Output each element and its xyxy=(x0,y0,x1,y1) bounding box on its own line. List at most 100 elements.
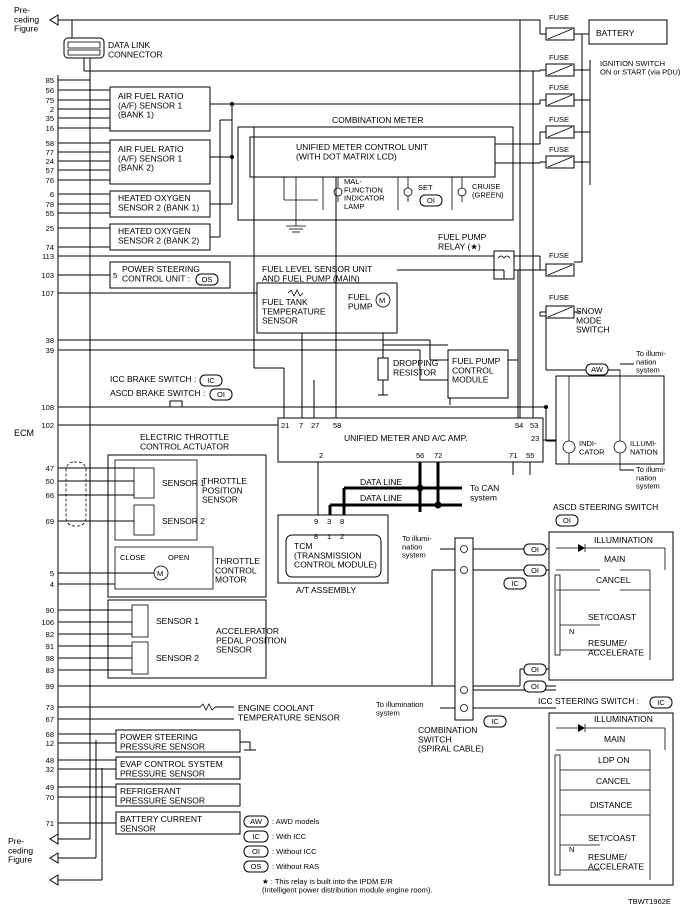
ascd-set-coast-label: SET/COAST xyxy=(588,612,636,622)
ascd-resume-label: RESUME/ACCELERATE xyxy=(588,638,644,657)
svg-text:IC: IC xyxy=(491,717,499,726)
svg-text:55: 55 xyxy=(526,451,534,460)
unified-meter-control-unit-label: UNIFIED METER CONTROL UNIT(WITH DOT MATR… xyxy=(296,142,428,161)
icc-brake-switch-label: ICC BRAKE SWITCH : xyxy=(110,374,196,384)
svg-text:OS: OS xyxy=(251,862,262,871)
fuse: FUSE xyxy=(545,13,575,41)
icc-steering-switch-label: ICC STEERING SWITCH : xyxy=(538,696,639,706)
svg-text:8: 8 xyxy=(314,532,318,541)
at-assembly-label: A/T ASSEMBLY xyxy=(296,585,356,595)
figure-id: TBWT1962E xyxy=(628,897,671,906)
brake-switch-icon xyxy=(169,400,183,408)
svg-text:OI: OI xyxy=(252,847,260,856)
ecm-pin-label: 67 xyxy=(46,715,54,724)
svg-text:IC: IC xyxy=(252,832,260,841)
icc-ldp-on-label: LDP ON xyxy=(598,755,630,765)
ecm-label: ECM xyxy=(14,428,34,438)
ecm-pin-label: 91 xyxy=(46,642,54,651)
icc-steering-switch: ICC STEERING SWITCH : ILLUMINATION MAIN … xyxy=(538,696,674,886)
badge-oi: OI xyxy=(419,194,443,207)
svg-text:2: 2 xyxy=(340,532,344,541)
svg-text:1: 1 xyxy=(327,532,331,541)
badge-aw: AW xyxy=(585,363,609,376)
ecm-pin-label: 4 xyxy=(50,580,54,589)
off-page-arrow-icon xyxy=(49,14,59,26)
badge-oi: OI xyxy=(523,680,547,693)
fuse: FUSE xyxy=(545,53,575,77)
svg-text:71: 71 xyxy=(509,451,517,460)
svg-text:M: M xyxy=(157,569,163,578)
svg-text:OI: OI xyxy=(531,545,539,554)
icc-distance-label: DISTANCE xyxy=(590,800,633,810)
footnote: ★ : This relay is built into the IPDM E/… xyxy=(262,877,433,894)
af-sensor-bank2-label: AIR FUEL RATIO(A/F) SENSOR 1(BANK 2) xyxy=(118,144,184,173)
svg-text:: Without RAS: : Without RAS xyxy=(272,862,319,871)
ecm-pin-label: 48 xyxy=(46,756,54,765)
off-page-arrow-icon xyxy=(49,833,59,845)
svg-text:IC: IC xyxy=(657,698,665,707)
badge-ic: IC xyxy=(503,577,527,590)
ecm-pin-label: 90 xyxy=(46,606,54,615)
badge-os: OS xyxy=(195,273,219,286)
legend-item: OS : Without RAS xyxy=(243,860,319,873)
led-icon xyxy=(578,544,585,552)
fuse: FUSE xyxy=(545,145,575,169)
icc-illumination-label: ILLUMINATION xyxy=(594,714,653,724)
ecm-pin-label: 12 xyxy=(46,739,54,748)
battery-label: BATTERY xyxy=(596,28,635,38)
ascd-steering-switch-label: ASCD STEERING SWITCH xyxy=(553,502,658,512)
ecm-pin-label: 50 xyxy=(46,477,54,486)
ascd-illumination-label: ILLUMINATION xyxy=(594,535,653,545)
ecm-pin-label: 113 xyxy=(42,252,54,261)
svg-text:OS: OS xyxy=(202,275,213,284)
badge-oi: OI xyxy=(555,514,579,527)
ecm-pin-label: 83 xyxy=(46,666,54,675)
svg-text:N: N xyxy=(569,627,574,636)
ecm-pin-label: 106 xyxy=(41,618,54,627)
svg-text:OI: OI xyxy=(531,665,539,674)
fuse-label: FUSE xyxy=(549,251,569,260)
fuse-label: FUSE xyxy=(549,13,569,22)
shield-wire xyxy=(65,461,87,527)
ecm-pin-label: 2 xyxy=(50,105,54,114)
ecm-pin-label: 77 xyxy=(46,148,54,157)
ecm-pin-label: 85 xyxy=(46,76,54,85)
badge-oi: OI xyxy=(523,663,547,676)
fuse: FUSE xyxy=(545,115,575,139)
svg-text:N: N xyxy=(569,845,574,854)
fuse-label: FUSE xyxy=(549,293,569,302)
open-label: OPEN xyxy=(168,553,189,562)
throttle-sensor1-label: SENSOR 1 xyxy=(162,478,205,488)
app-sensor2-label: SENSOR 2 xyxy=(156,653,199,663)
set-lamp-label: SET xyxy=(418,183,433,192)
meter-pin-label: 58 xyxy=(333,421,341,430)
ecm-pin-label: 47 xyxy=(46,464,54,473)
off-page-arrow-icon xyxy=(49,852,59,864)
ecm-pin-label: 108 xyxy=(41,403,54,412)
meter-pin-label: 7 xyxy=(299,421,303,430)
svg-text:: Without ICC: : Without ICC xyxy=(272,847,317,856)
